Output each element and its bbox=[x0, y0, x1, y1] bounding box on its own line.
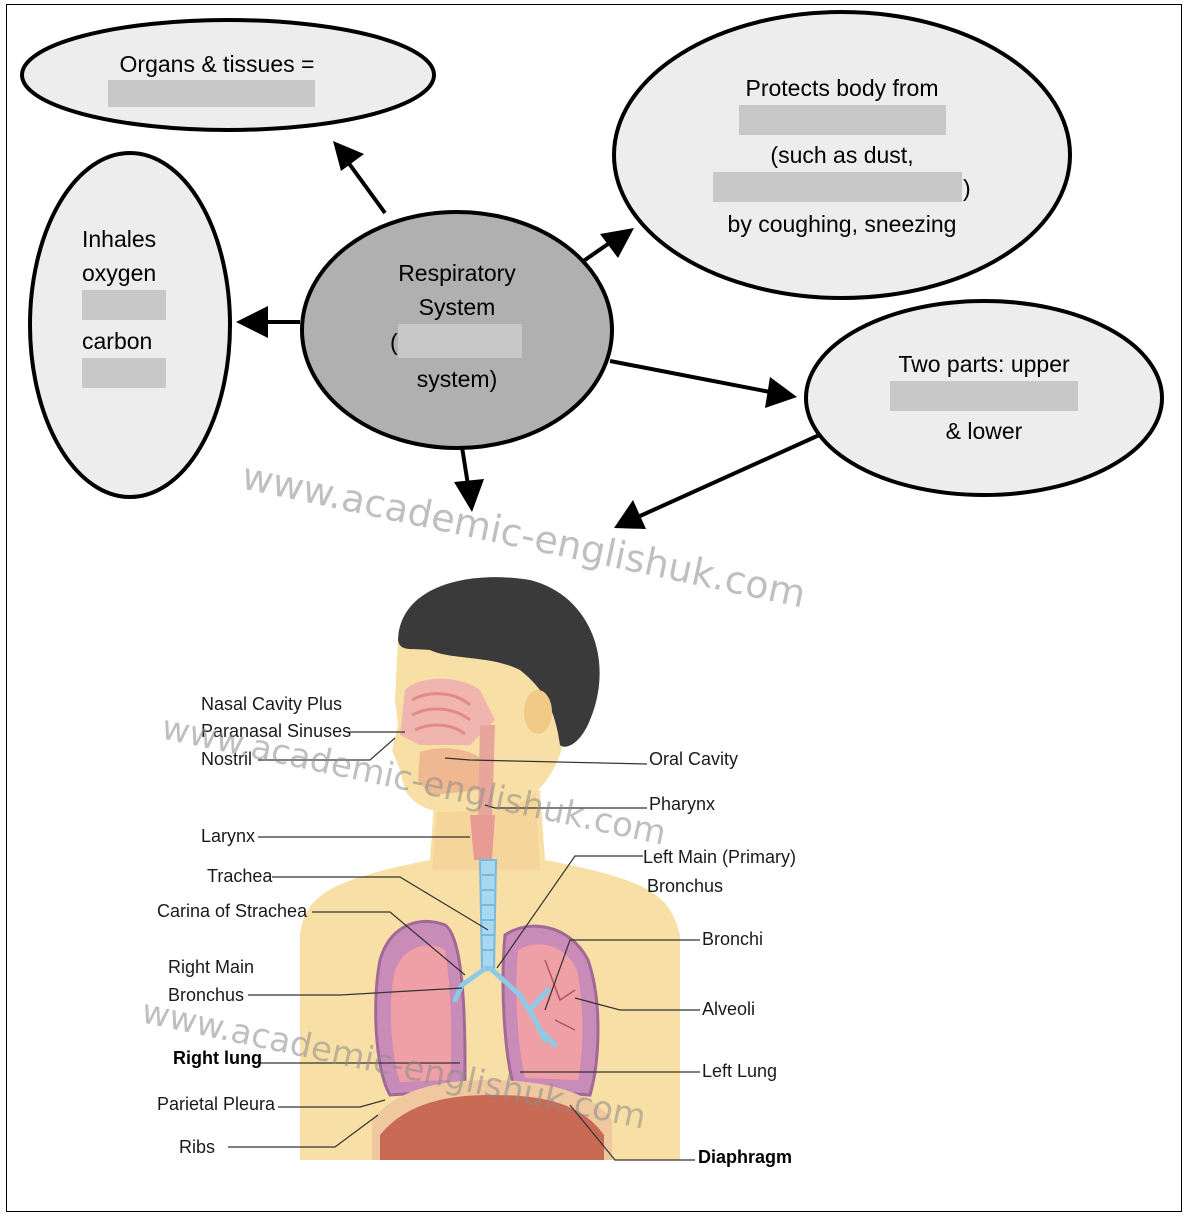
label-left-main-2: Bronchus bbox=[647, 876, 723, 896]
blank-box bbox=[739, 105, 946, 135]
inhales-line3: carbon bbox=[82, 328, 152, 354]
blank-box bbox=[398, 324, 522, 358]
arrow-to-parts bbox=[610, 361, 770, 392]
label-nasal-1: Nasal Cavity Plus bbox=[201, 694, 342, 714]
protects-close-paren: ) bbox=[963, 175, 971, 201]
arrow-to-body-from-parts bbox=[640, 432, 826, 516]
label-diaphragm: Diaphragm bbox=[698, 1147, 792, 1167]
label-trachea: Trachea bbox=[207, 866, 273, 886]
label-carina: Carina of Strachea bbox=[157, 901, 308, 921]
parts-line1: Two parts: upper bbox=[898, 351, 1070, 377]
arrow-to-protects bbox=[582, 244, 608, 262]
blank-box bbox=[82, 290, 166, 320]
larynx bbox=[470, 815, 495, 860]
center-line4: system) bbox=[417, 366, 498, 392]
trachea bbox=[480, 860, 496, 970]
label-left-lung: Left Lung bbox=[702, 1061, 777, 1081]
arrow-to-organs bbox=[345, 158, 385, 213]
inhales-line1: Inhales bbox=[82, 226, 156, 252]
parts-line2: & lower bbox=[946, 418, 1023, 444]
label-right-main-1: Right Main bbox=[168, 957, 254, 977]
label-pharynx: Pharynx bbox=[649, 794, 715, 814]
label-oral: Oral Cavity bbox=[649, 749, 738, 769]
label-ribs: Ribs bbox=[179, 1137, 215, 1157]
protects-line2: (such as dust, bbox=[770, 142, 913, 168]
organs-text: Organs & tissues = bbox=[120, 51, 315, 77]
inhales-line2: oxygen bbox=[82, 260, 156, 286]
blank-box bbox=[890, 381, 1078, 411]
center-open-paren: ( bbox=[390, 329, 398, 355]
arrow-to-body-from-center bbox=[462, 447, 468, 485]
organs-bubble: Organs & tissues = bbox=[22, 20, 434, 130]
label-larynx: Larynx bbox=[201, 826, 255, 846]
parts-bubble: Two parts: upper & lower bbox=[806, 301, 1162, 495]
inhales-bubble: Inhales oxygen carbon bbox=[30, 153, 230, 497]
label-alveoli: Alveoli bbox=[702, 999, 755, 1019]
label-bronchi: Bronchi bbox=[702, 929, 763, 949]
ear bbox=[524, 690, 552, 734]
center-bubble: Respiratory System ( system) bbox=[302, 212, 612, 448]
label-left-main-1: Left Main (Primary) bbox=[643, 847, 796, 867]
protects-line1: Protects body from bbox=[745, 75, 938, 101]
protects-line4: by coughing, sneezing bbox=[728, 211, 957, 237]
blank-box bbox=[713, 172, 962, 202]
blank-box bbox=[82, 358, 166, 388]
center-line1: Respiratory bbox=[398, 260, 516, 286]
label-parietal: Parietal Pleura bbox=[157, 1094, 276, 1114]
blank-box bbox=[108, 80, 315, 107]
protects-bubble: Protects body from (such as dust, ) by c… bbox=[614, 12, 1070, 298]
center-line2: System bbox=[419, 294, 496, 320]
